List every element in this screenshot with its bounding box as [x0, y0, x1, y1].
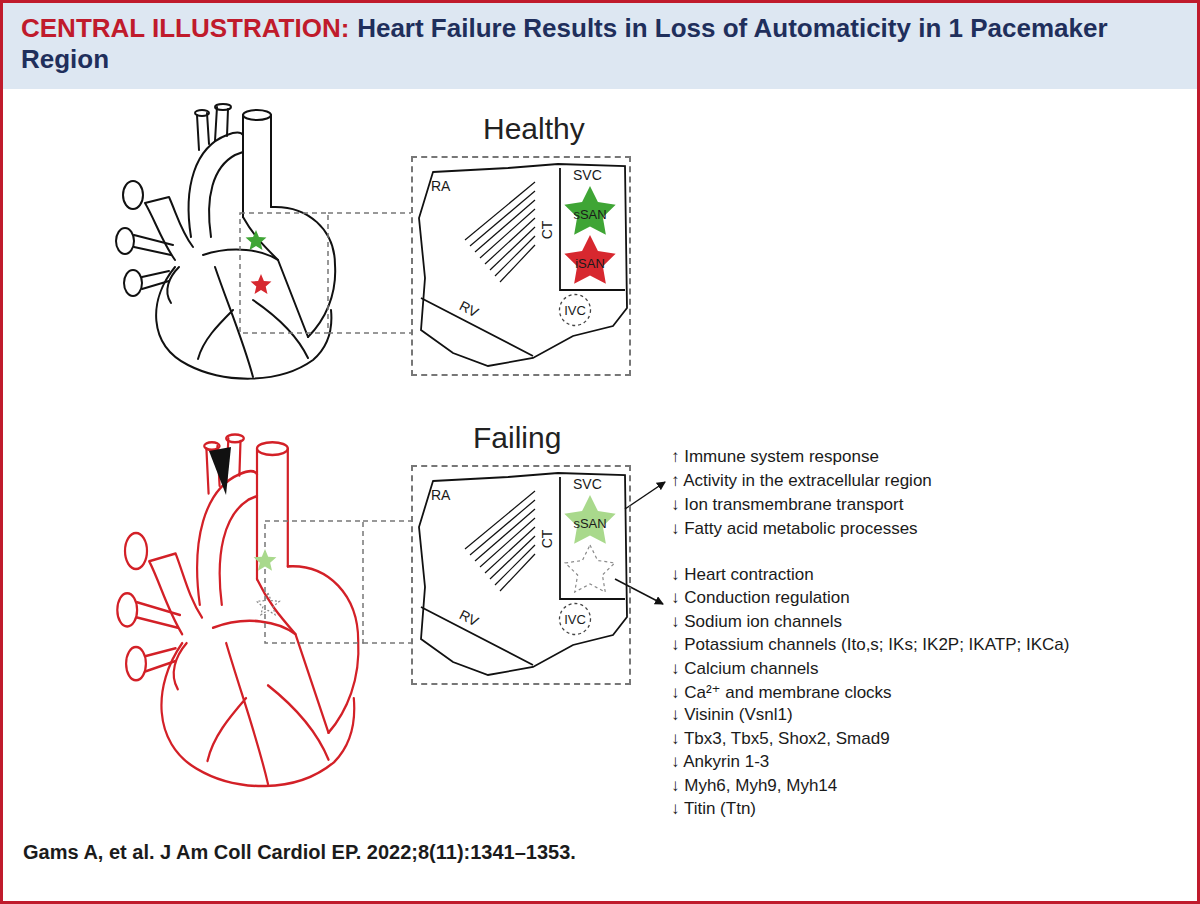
node-label: sSAN: [573, 516, 606, 531]
star-fill: [564, 186, 615, 235]
crista-line: [421, 168, 625, 356]
finding-item: ↓ Calcium channels: [671, 659, 818, 679]
pectinate-line: [490, 536, 535, 579]
pectinate-line: [465, 491, 535, 549]
pectinate-line: [495, 236, 535, 276]
leader-arrow: [625, 482, 665, 509]
failing-marker: [209, 447, 231, 495]
zoom-frame: [265, 521, 363, 643]
zoom-leader: [328, 213, 411, 643]
zoom-frame: [240, 213, 328, 333]
atrium-outline: [419, 164, 627, 366]
finding-item: ↑ Activity in the extracellular region: [671, 471, 932, 491]
vessel-label: IVC: [564, 612, 586, 627]
pacemaker-star: sSAN: [562, 493, 618, 549]
anatomy-label: CT: [539, 530, 555, 549]
anatomy-label: SVC: [573, 476, 602, 492]
failing-heart: [117, 435, 358, 787]
anatomy-label: RV: [457, 298, 481, 321]
crista-line: [421, 477, 625, 665]
pectinate-line: [485, 527, 535, 573]
finding-item: ↓ Potassium channels (Ito,s; IKs; IK2P; …: [671, 635, 1069, 655]
node-label: sSAN: [573, 207, 606, 222]
pacemaker-star: sSAN: [562, 184, 618, 240]
pectinate-line: [500, 554, 535, 591]
pectinate-line: [500, 245, 535, 282]
heart-illustration: [3, 3, 1197, 901]
finding-item: ↓ Titin (Ttn): [671, 799, 756, 819]
pacemaker-star: iSAN: [562, 233, 618, 289]
figure-label: CENTRAL ILLUSTRATION:: [21, 13, 349, 43]
pacemaker-star: [251, 274, 272, 294]
circle-outline: [560, 295, 591, 326]
atrium-outline: [419, 473, 627, 675]
node-label: iSAN: [575, 256, 605, 271]
pacemaker-star: [254, 549, 277, 571]
pacemaker-star: [246, 230, 267, 250]
pectinate-line: [480, 209, 535, 258]
pectinate-line: [490, 227, 535, 270]
leader-arrow: [615, 579, 663, 604]
star-fill: [564, 495, 615, 544]
title-band: CENTRAL ILLUSTRATION:Heart Failure Resul…: [3, 3, 1197, 89]
vessel-circle: IVC: [558, 293, 592, 327]
healthy-heart: [116, 104, 335, 379]
finding-item: ↓ Ankyrin 1-3: [671, 752, 769, 772]
pectinate-line: [495, 545, 535, 585]
anatomy-label: CT: [539, 221, 555, 240]
panel-heading: Failing: [473, 421, 561, 455]
finding-item: ↓ Ca²⁺ and membrane clocks: [671, 682, 892, 703]
circle-outline: [560, 604, 591, 635]
finding-item: ↓ Heart contraction: [671, 565, 814, 585]
vessel-label: IVC: [564, 303, 586, 318]
vessel-circle: IVC: [558, 602, 592, 636]
anatomy-label: SVC: [573, 167, 602, 183]
lost-pacemaker-star: [565, 545, 614, 592]
finding-item: ↓ Conduction regulation: [671, 588, 850, 608]
anatomy-label: RV: [457, 607, 481, 630]
finding-item: ↓ Sodium ion channels: [671, 612, 842, 632]
anatomy-label: RA: [431, 178, 450, 194]
zoom-panel: sSANIVCFailingRASVCCTRV: [411, 465, 631, 685]
finding-item: ↓ Myh6, Myh9, Myh14: [671, 776, 837, 796]
star-fill: [564, 235, 615, 284]
pectinate-line: [480, 518, 535, 567]
finding-item: ↓ Fatty acid metabolic processes: [671, 519, 918, 539]
panel-heading: Healthy: [483, 112, 585, 146]
finding-item: ↓ Visinin (Vsnl1): [671, 705, 793, 725]
finding-item: ↓ Ion transmembrane transport: [671, 495, 903, 515]
zoom-panel: sSANiSANIVCHealthyRASVCCTRV: [411, 156, 631, 376]
pectinate-line: [465, 182, 535, 240]
finding-item: ↑ Immune system response: [671, 447, 879, 467]
pacemaker-star: [257, 593, 280, 615]
citation: Gams A, et al. J Am Coll Cardiol EP. 202…: [23, 841, 576, 864]
finding-item: ↓ Tbx3, Tbx5, Shox2, Smad9: [671, 729, 890, 749]
pectinate-line: [485, 218, 535, 264]
anatomy-label: RA: [431, 487, 450, 503]
